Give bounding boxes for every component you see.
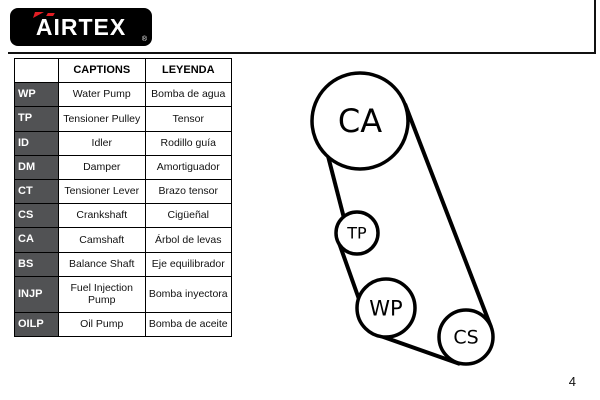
water-pump-label: WP (369, 296, 402, 320)
airtex-logo: AIRTEX ® (10, 8, 152, 46)
leyenda-cell: Amortiguador (144, 154, 232, 180)
leyenda-header: LEYENDA (144, 57, 232, 84)
crankshaft-pulley (437, 308, 495, 366)
logo-text: AIRTEX (35, 13, 127, 40)
leyenda-cell: Bomba inyectora (144, 275, 232, 313)
camshaft-label: CA (338, 102, 382, 140)
captions-header: CAPTIONS (58, 57, 146, 84)
code-cell: CA (14, 227, 59, 253)
code-cell: DM (14, 154, 59, 180)
leyenda-cell: Bomba de aceite (144, 311, 232, 338)
leyenda-cell: Rodillo guía (144, 130, 232, 156)
caption-cell: Crankshaft (58, 203, 146, 229)
caption-cell: Damper (58, 154, 146, 180)
belt-segment-right (403, 103, 493, 328)
corner-divider (594, 0, 596, 54)
tensioner-label: TP (346, 224, 367, 243)
code-cell: CT (14, 178, 59, 205)
caption-cell: Tensioner Pulley (58, 106, 146, 132)
code-cell: OILP (14, 311, 59, 338)
legend-header-row: CAPTIONS LEYENDA (14, 57, 232, 84)
camshaft-pulley (310, 71, 410, 171)
timing-belt-diagram: CA TP WP CS (310, 71, 495, 366)
code-cell: INJP (14, 275, 59, 313)
leyenda-cell: Tensor (144, 106, 232, 132)
caption-cell: Oil Pump (58, 311, 146, 338)
belt-segment-bottom (374, 332, 461, 366)
caption-cell: Idler (58, 130, 146, 156)
corner-cell (14, 57, 59, 84)
leyenda-cell: Eje equilibrador (144, 251, 232, 277)
leyenda-cell: Árbol de levas (144, 227, 232, 253)
leyenda-cell: Bomba de agua (144, 82, 232, 108)
tensioner-pulley (334, 210, 380, 256)
leyenda-cell: Brazo tensor (144, 178, 232, 205)
leyenda-cell: Cigüeñal (144, 203, 232, 229)
caption-cell: Fuel Injection Pump (58, 275, 146, 313)
caption-cell: Balance Shaft (58, 251, 146, 277)
code-cell: BS (14, 251, 59, 277)
page-number: 4 (568, 374, 576, 389)
caption-cell: Camshaft (58, 227, 146, 253)
water-pump-pulley (355, 277, 417, 339)
caption-cell: Water Pump (58, 82, 146, 108)
code-cell: ID (14, 130, 59, 156)
belt-segment-left (326, 155, 347, 223)
registered-mark: ® (141, 36, 147, 43)
code-cell: CS (14, 203, 59, 229)
header-divider (8, 52, 596, 54)
code-cell: WP (14, 82, 59, 108)
caption-cell: Tensioner Lever (58, 178, 146, 205)
code-cell: TP (14, 106, 59, 132)
crankshaft-label: CS (453, 327, 478, 349)
belt-segment-tp-wp (336, 239, 362, 303)
